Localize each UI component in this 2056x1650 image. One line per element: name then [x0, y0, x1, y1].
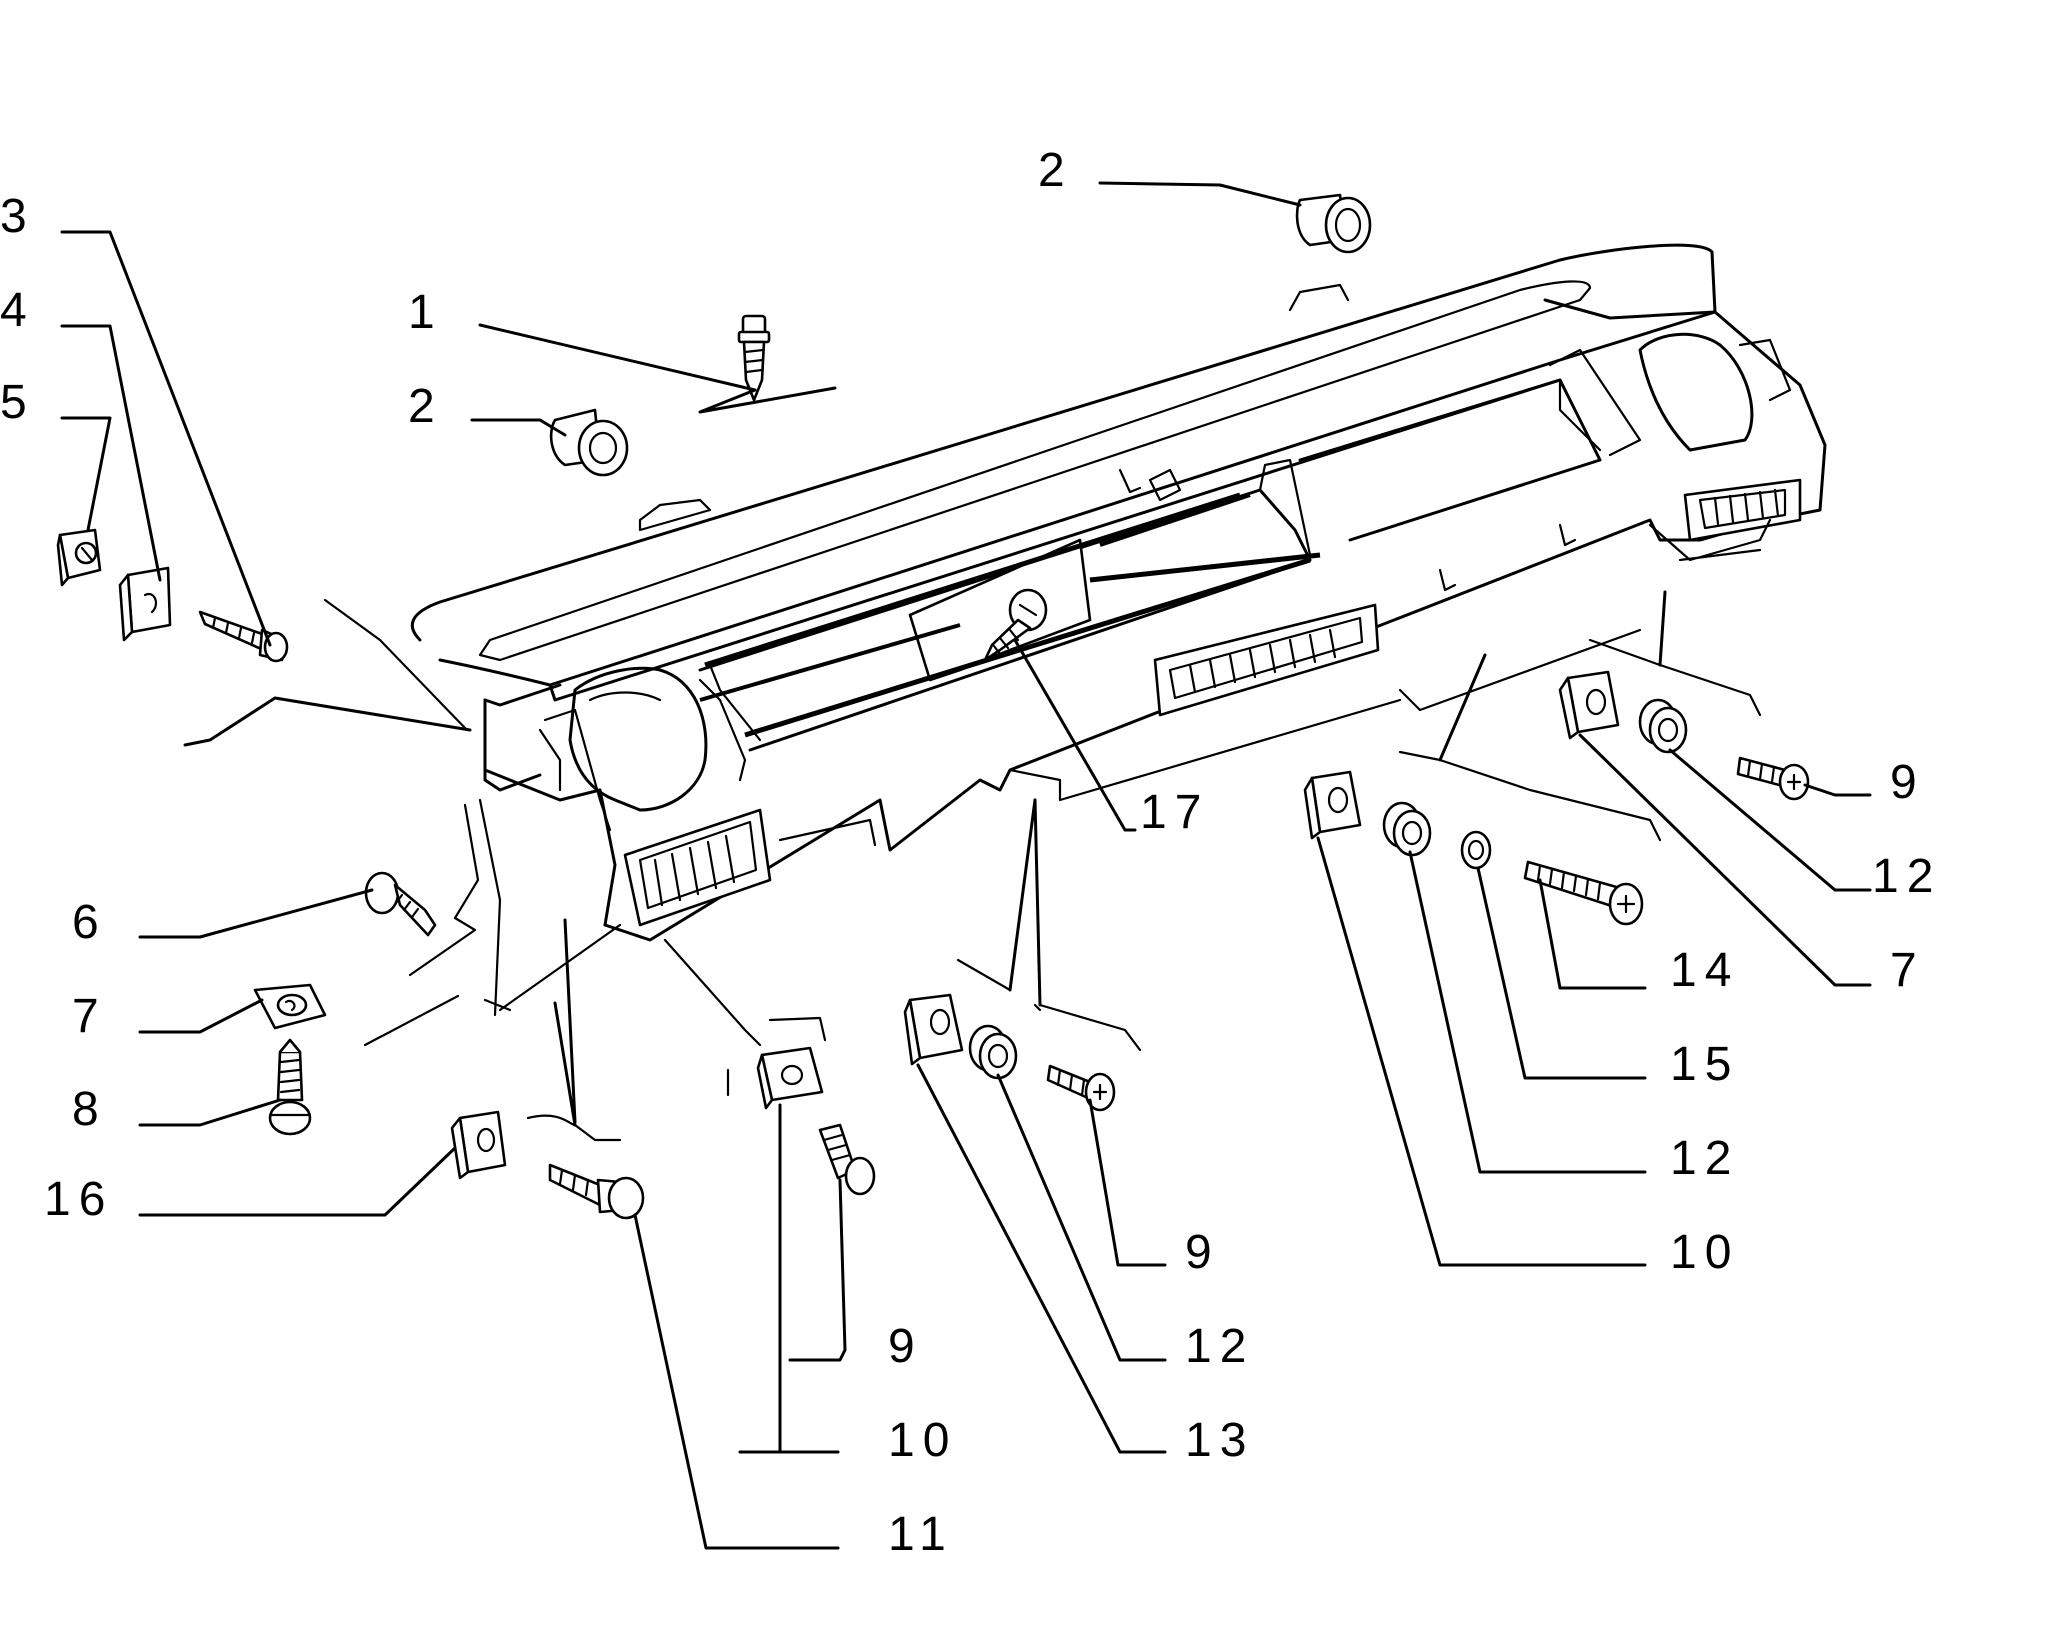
screw-part-1 [737, 314, 771, 402]
screw-part-9-left [818, 1123, 876, 1196]
bolt-part-11 [548, 1163, 645, 1220]
callout-4: 4 [0, 284, 35, 337]
clip-part-7-left [253, 983, 327, 1030]
grommet-part-12-centre [968, 1024, 1018, 1080]
grommet-part-12-right [1382, 801, 1432, 857]
callout-15: 15 [1670, 1038, 1739, 1091]
callout-7-right: 7 [1890, 944, 1925, 997]
callout-9-lower-left: 9 [888, 1320, 923, 1373]
washer-part-15 [1460, 830, 1492, 870]
clip-part-10-centre [903, 993, 964, 1066]
bolt-part-8 [268, 1038, 312, 1136]
callout-2-upper: 2 [1038, 144, 1073, 197]
callout-11: 11 [888, 1508, 954, 1561]
callout-12-centre: 12 [1185, 1320, 1254, 1373]
callout-9-right: 9 [1890, 756, 1925, 809]
callout-2-left: 2 [408, 380, 443, 433]
callout-17: 17 [1140, 786, 1209, 839]
clip-part-10-right [1303, 770, 1362, 840]
callout-8: 8 [72, 1083, 107, 1136]
group-brackets [183, 590, 1762, 1142]
screw-part-17 [983, 588, 1048, 662]
callout-5: 5 [0, 376, 35, 429]
screw-part-9-centre [1046, 1064, 1116, 1112]
clip-part-7-right [1558, 670, 1620, 740]
callout-labels: 1 2 2 3 4 5 6 7 8 16 17 9 10 11 9 12 13 … [0, 144, 1941, 1561]
screw-part-6 [364, 871, 437, 937]
callout-13: 13 [1185, 1414, 1254, 1467]
screw-part-9-right [1736, 756, 1810, 801]
clip-part-4 [118, 566, 172, 642]
clip-part-10-left [756, 1046, 824, 1110]
callout-10-right: 10 [1670, 1226, 1739, 1279]
callout-12-far-right: 12 [1872, 850, 1941, 903]
leader-lines [60, 181, 1872, 1550]
screw-part-14 [1523, 860, 1644, 926]
callout-9-centre: 9 [1185, 1226, 1220, 1279]
plug-part-2-left [549, 408, 629, 477]
grommet-part-12-far-right [1638, 698, 1688, 754]
screw-part-3 [198, 610, 289, 663]
clip-part-16 [450, 1110, 507, 1180]
callout-16: 16 [44, 1173, 113, 1226]
callout-7-left: 7 [72, 990, 107, 1043]
callout-10-lower-left: 10 [888, 1414, 957, 1467]
callout-14: 14 [1670, 944, 1739, 997]
dashboard-panel [410, 243, 1827, 1017]
plug-part-2-upper [1295, 193, 1372, 254]
callout-1: 1 [408, 286, 443, 339]
callout-3: 3 [0, 190, 35, 243]
clip-part-5 [56, 528, 102, 587]
callout-6: 6 [72, 896, 107, 949]
callout-12-right: 12 [1670, 1132, 1739, 1185]
